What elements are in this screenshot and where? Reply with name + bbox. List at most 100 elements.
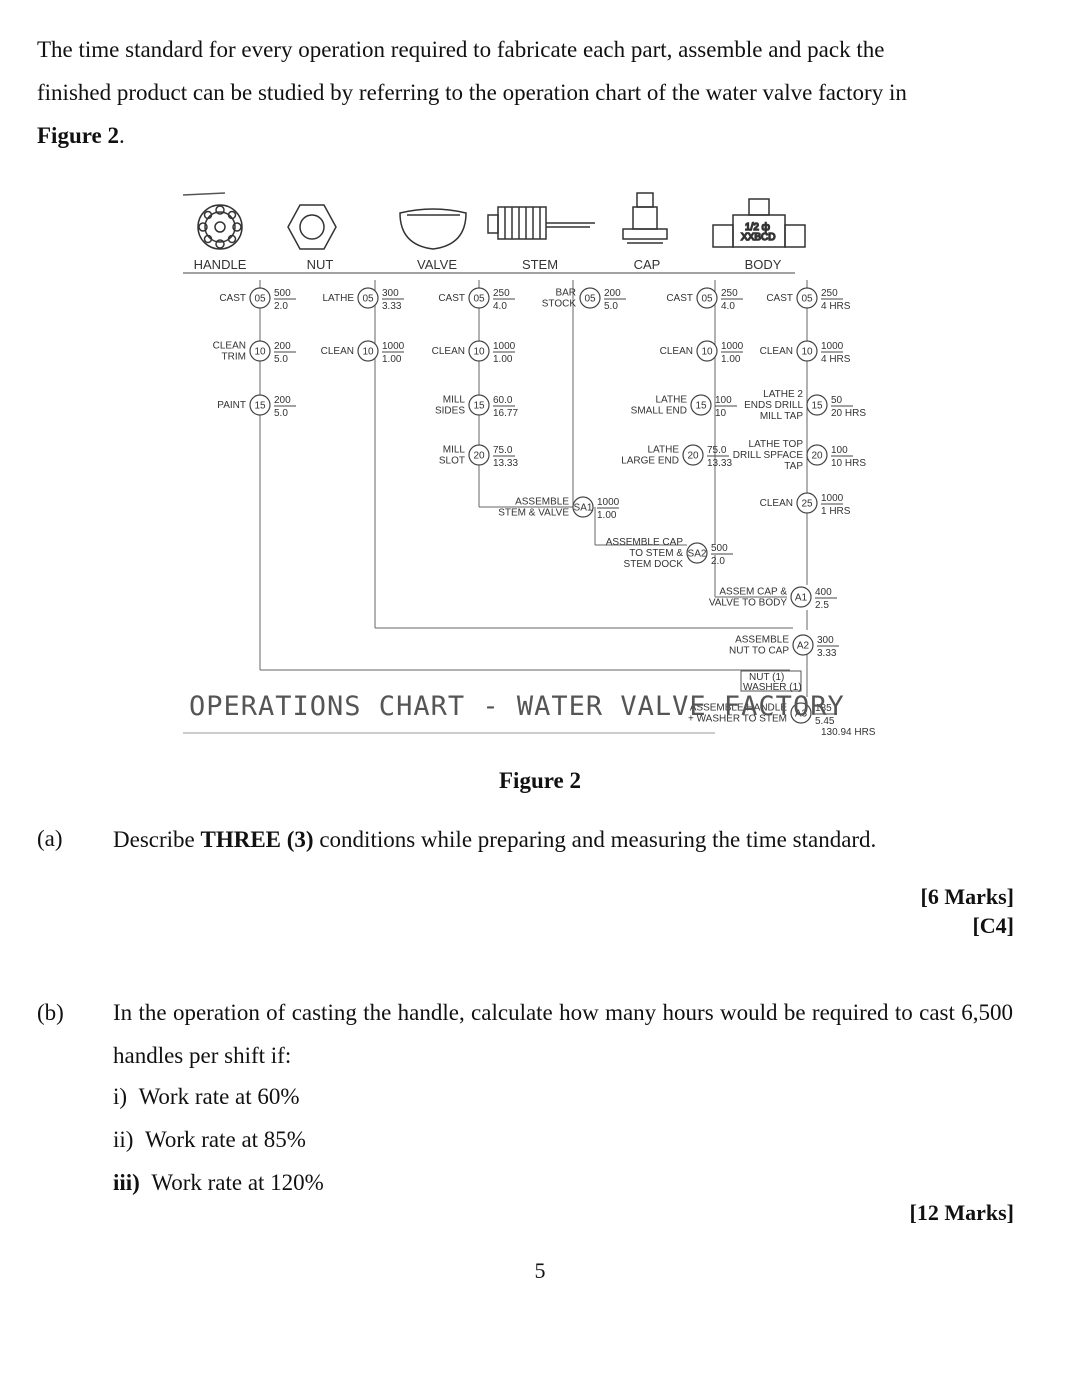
operation-number: 05 [701,294,713,305]
operation-number: 05 [584,294,596,305]
operation-time: 10 HRS [831,458,866,469]
page-number: 5 [534,1258,546,1283]
body-icon-label-2: XXBCD [741,232,775,243]
operation-time: 4.0 [493,301,507,312]
operation-number: 15 [811,401,823,412]
operation-rate: 250 [821,288,838,299]
operation-rate: 200 [604,288,621,299]
operation-number: 10 [701,347,713,358]
operation-label: SIDES [435,406,465,417]
operation-rate: 75.0 [493,445,513,456]
intro-line-1: The time standard for every operation re… [37,37,885,62]
intro-line-2: finished product can be studied by refer… [37,80,907,105]
operation-time: 1.00 [382,354,402,365]
operation-label: TAP [784,461,803,472]
body-icon-label-1: 1/2 ф [745,221,770,233]
figure-caption: Figure 2 [499,768,581,793]
operation-number: 15 [695,401,707,412]
operation-number: 20 [687,451,699,462]
operation-label: PAINT [217,400,246,411]
operation-label: TRIM [222,352,246,363]
nut-count-label: NUT (1) [749,672,784,683]
operation-rate: 1000 [821,341,844,352]
operation-label: LATHE [656,395,688,406]
operation-label: ASSEMBLE [515,497,569,508]
operation-label: ASSEMBLE HANDLE [690,703,788,714]
operation-number: 20 [473,451,485,462]
operation-rate: 300 [817,635,834,646]
operation-label: CAST [219,293,246,304]
operation-time: 4 HRS [821,301,851,312]
item-2-text: Work rate at 85% [144,1127,306,1152]
operation-label: CLEAN [660,346,693,357]
total-hours-label: 130.94 HRS [821,727,875,738]
operation-time: 4.0 [721,301,735,312]
operation-label: CLEAN [760,498,793,509]
intro-period: . [118,123,125,148]
part-header-body: BODY [745,257,782,272]
operation-number: 20 [811,451,823,462]
operation-time: 13.33 [493,458,518,469]
item-3-number: iii) [113,1170,140,1195]
operation-time: 3.33 [382,301,402,312]
question-a-label: (a) [37,826,63,851]
question-a-text-bold: THREE (3) [200,827,314,852]
nut-washer-box: NUT (1) WASHER (1) [740,670,802,693]
operation-label: STEM & VALVE [498,508,569,519]
operation-time: 5.0 [604,301,618,312]
operation-time: 5.0 [274,408,288,419]
operation-time: 13.33 [707,458,732,469]
operation-label: CAST [438,293,465,304]
operation-label: CLEAN [760,346,793,357]
operation-rate: 500 [711,543,728,554]
operation-number: A1 [795,593,808,604]
operation-rate: 1000 [821,493,844,504]
question-b-item-3: iii) Work rate at 120% [113,1170,324,1196]
operation-rate: 100 [715,395,732,406]
operation-rate: 75.0 [707,445,727,456]
operation-label: CLEAN [321,346,354,357]
item-1-text: Work rate at 60% [138,1084,300,1109]
operation-time: 1.00 [597,510,617,521]
operation-rate: 250 [493,288,510,299]
operation-label: STEM DOCK [624,559,684,570]
question-b-item-1: i) Work rate at 60% [113,1084,300,1110]
question-a-marks: [6 Marks] [920,884,1014,909]
operation-label: LARGE END [621,456,679,467]
operation-label: ENDS DRILL [744,400,803,411]
operation-time: 10 [715,408,727,419]
stem-icon [487,206,595,240]
question-b-label: (b) [37,1000,64,1025]
operation-time: 4 HRS [821,354,851,365]
operation-time: 16.77 [493,408,518,419]
operation-label: MILL TAP [760,411,803,422]
operation-time: 20 HRS [831,408,866,419]
part-header-valve: VALVE [417,257,457,272]
operation-label: CLEAN [213,341,246,352]
operation-label: DRILL SPFACE [733,450,804,461]
question-a-text-pre: Describe [113,827,201,852]
operation-number: A3 [795,709,808,720]
cap-icon [622,192,668,244]
operation-number: SA1 [574,503,593,514]
operation-label: TO STEM & [629,548,683,559]
operation-time: 1 HRS [821,506,851,517]
operation-label: ASSEMBLE CAP [606,537,684,548]
operation-time: 5.0 [274,354,288,365]
body-icon: 1/2 ф XXBCD [712,198,806,248]
